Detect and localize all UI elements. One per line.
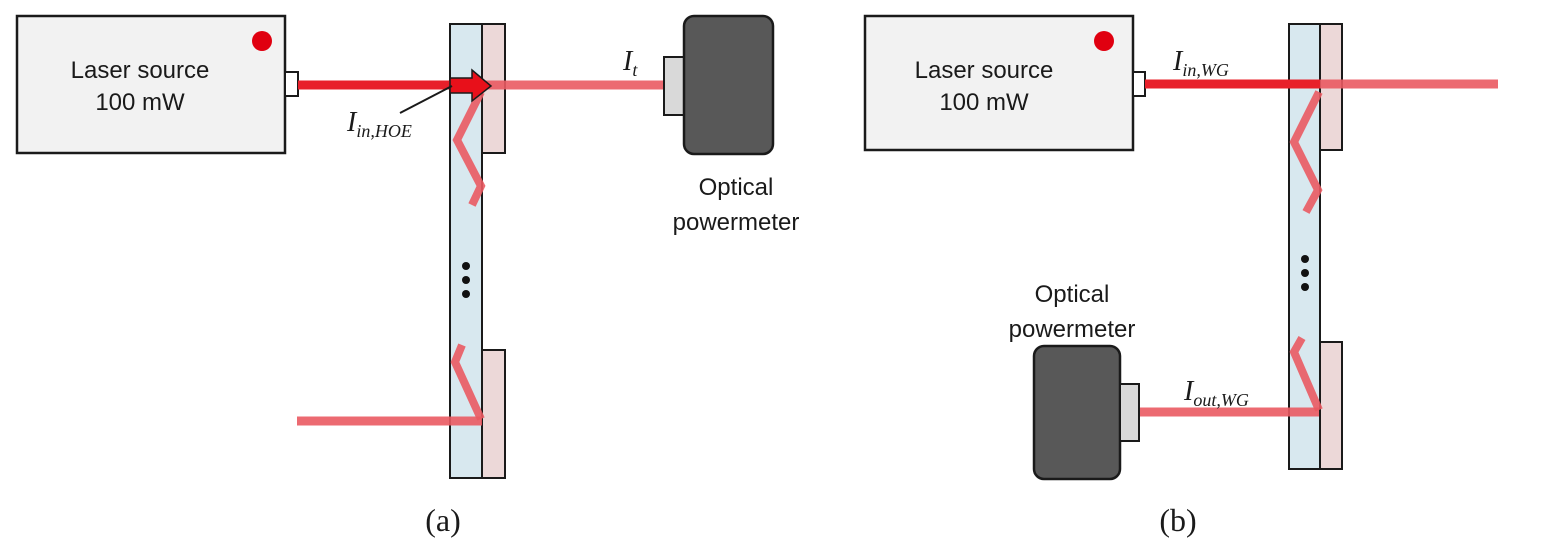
laser-label-line1-a: Laser source <box>71 57 210 84</box>
powermeter-a <box>682 14 775 156</box>
powermeter-b <box>1032 344 1122 481</box>
panel-label-a: (a) <box>425 502 461 538</box>
panel-a: Laser source 100 mW Iin,HOE It Optical p… <box>15 14 800 538</box>
label-iin-hoe: Iin,HOE <box>346 107 412 141</box>
laser-port-a <box>284 71 299 97</box>
laser-label-line2-a: 100 mW <box>95 89 185 116</box>
panel-label-b: (b) <box>1159 502 1196 538</box>
panel-b: Laser source 100 mW Iin,WG Iout,WG Optic… <box>863 14 1498 538</box>
laser-label-line1-b: Laser source <box>915 57 1054 84</box>
laser-indicator-a <box>252 31 272 51</box>
laser-indicator-b <box>1094 31 1114 51</box>
powermeter-connector-a <box>663 56 685 116</box>
label-it: It <box>622 46 638 80</box>
guided-beam-bottom-b <box>1289 336 1323 412</box>
guided-beam-top-a <box>452 90 486 207</box>
powermeter-label-line2-b: powermeter <box>1009 316 1136 343</box>
laser-port-b <box>1132 71 1146 97</box>
label-iout-wg: Iout,WG <box>1183 376 1249 410</box>
hoe-bottom-a <box>481 349 506 479</box>
hoe-bottom-b <box>1319 341 1343 470</box>
guided-beam-top-b <box>1289 90 1323 214</box>
powermeter-connector-b <box>1119 383 1140 442</box>
input-arrow-a <box>449 68 493 103</box>
label-pointer-a <box>399 85 453 114</box>
laser-label-line2-b: 100 mW <box>939 89 1029 116</box>
ellipsis-dots-b <box>1301 255 1309 291</box>
powermeter-label-line1-b: Optical <box>1035 281 1110 308</box>
ellipsis-dots-a <box>462 262 470 298</box>
laser-source-a <box>15 14 287 155</box>
powermeter-label-line2-a: powermeter <box>673 209 800 236</box>
label-iin-wg: Iin,WG <box>1172 46 1229 80</box>
guided-beam-bottom-a <box>450 343 485 421</box>
powermeter-label-line1-a: Optical <box>699 174 774 201</box>
